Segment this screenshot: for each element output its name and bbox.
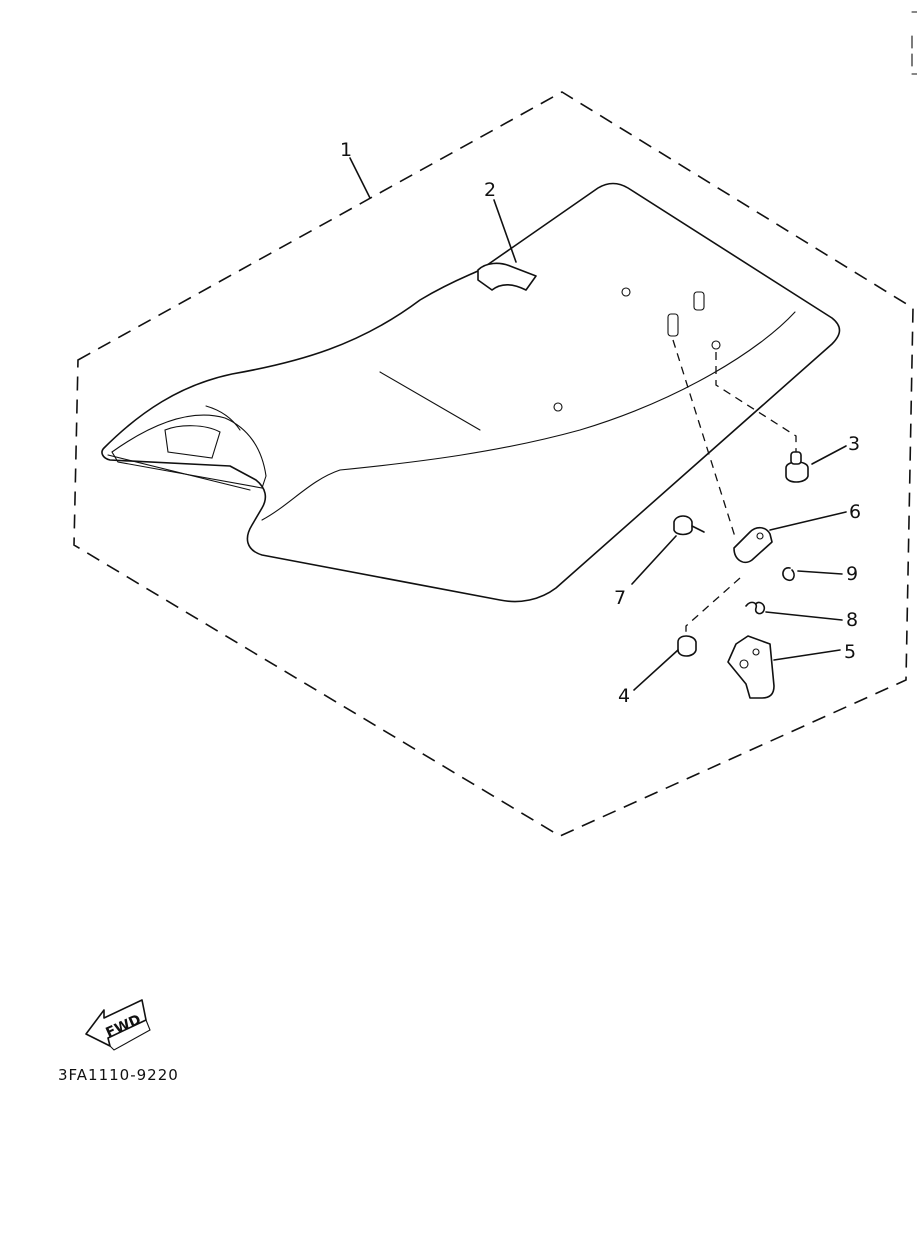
part-9-clip (782, 567, 795, 582)
callout-4: 4 (618, 685, 630, 707)
seat-slot-2 (667, 313, 679, 337)
seat-rear-recess (111, 414, 267, 489)
callout-7: 7 (614, 587, 626, 609)
part-5-hole (752, 648, 760, 656)
seat-rear-edge-2 (205, 405, 241, 431)
install-line-4 (685, 577, 741, 638)
leader-6 (769, 511, 847, 531)
leader-4 (633, 649, 679, 691)
seat-panel-line (261, 311, 796, 521)
seat-rear-edge (107, 454, 251, 491)
seat-hole-2 (711, 340, 721, 350)
drawing-code: 3FA1110-9220 (58, 1066, 179, 1084)
callout-8: 8 (846, 609, 858, 631)
fwd-arrow: FWD (85, 999, 151, 1051)
part-4-nut (677, 635, 697, 657)
seat-rear-recess-inner (164, 425, 221, 459)
leader-8 (765, 611, 843, 621)
part-6-plate (733, 526, 773, 564)
install-line-latch (672, 339, 737, 541)
leader-2 (493, 199, 517, 263)
callout-2: 2 (484, 179, 496, 201)
assembly-boundary (73, 91, 914, 837)
seat-strap (477, 262, 537, 291)
part-7-shaft (691, 525, 705, 533)
callout-5: 5 (844, 641, 856, 663)
seat-slot-1 (693, 291, 705, 311)
part-8-spring (745, 601, 766, 615)
leader-3 (811, 445, 847, 465)
part-5-hole-2 (739, 659, 749, 669)
seat-outline (101, 182, 841, 603)
callout-1: 1 (340, 139, 352, 161)
part-7-bolt (673, 515, 693, 536)
leader-1 (349, 157, 371, 199)
leader-5 (773, 649, 841, 661)
part-3-top (790, 451, 802, 465)
seat-side-line (379, 371, 481, 431)
part-5-latch (727, 635, 775, 699)
seat-hole-3 (553, 402, 563, 412)
part-6-hole (756, 532, 764, 540)
callout-9: 9 (846, 563, 858, 585)
part-3-damper (785, 461, 809, 483)
callout-6: 6 (849, 501, 861, 523)
leader-7 (631, 535, 677, 585)
leader-9 (797, 570, 843, 575)
seat-hole-1 (621, 287, 631, 297)
callout-3: 3 (848, 433, 860, 455)
install-line-3 (715, 352, 797, 452)
